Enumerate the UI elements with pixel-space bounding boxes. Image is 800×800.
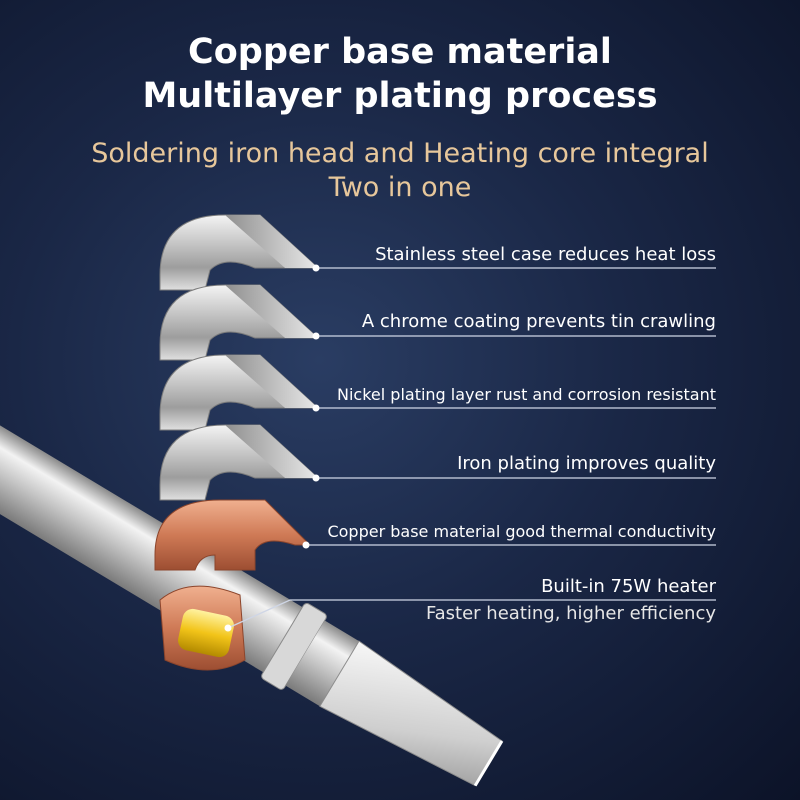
subtitle-line-2: Two in one xyxy=(328,172,472,203)
layer-label-chrome: A chrome coating prevents tin crawling xyxy=(361,311,716,332)
layer-label-stainless: Stainless steel case reduces heat loss xyxy=(375,244,716,265)
layer-label-nickel: Nickel plating layer rust and corrosion … xyxy=(337,385,716,404)
heater-sublabel: Faster heating, higher efficiency xyxy=(425,603,716,624)
heater-label: Built-in 75W heater xyxy=(541,576,716,597)
cutaway-section xyxy=(159,585,246,671)
title-line-1: Copper base material xyxy=(188,32,612,72)
heater-core xyxy=(178,608,234,658)
title-line-2: Multilayer plating process xyxy=(142,76,658,116)
nickel-shell xyxy=(159,354,320,431)
iron-shell xyxy=(159,424,320,501)
stainless-steel-shell xyxy=(159,214,320,291)
copper-shell xyxy=(154,499,312,571)
layer-label-iron: Iron plating improves quality xyxy=(457,453,716,474)
subtitle-line-1: Soldering iron head and Heating core int… xyxy=(91,138,709,169)
chrome-shell xyxy=(159,284,320,361)
layer-label-copper: Copper base material good thermal conduc… xyxy=(327,522,716,541)
